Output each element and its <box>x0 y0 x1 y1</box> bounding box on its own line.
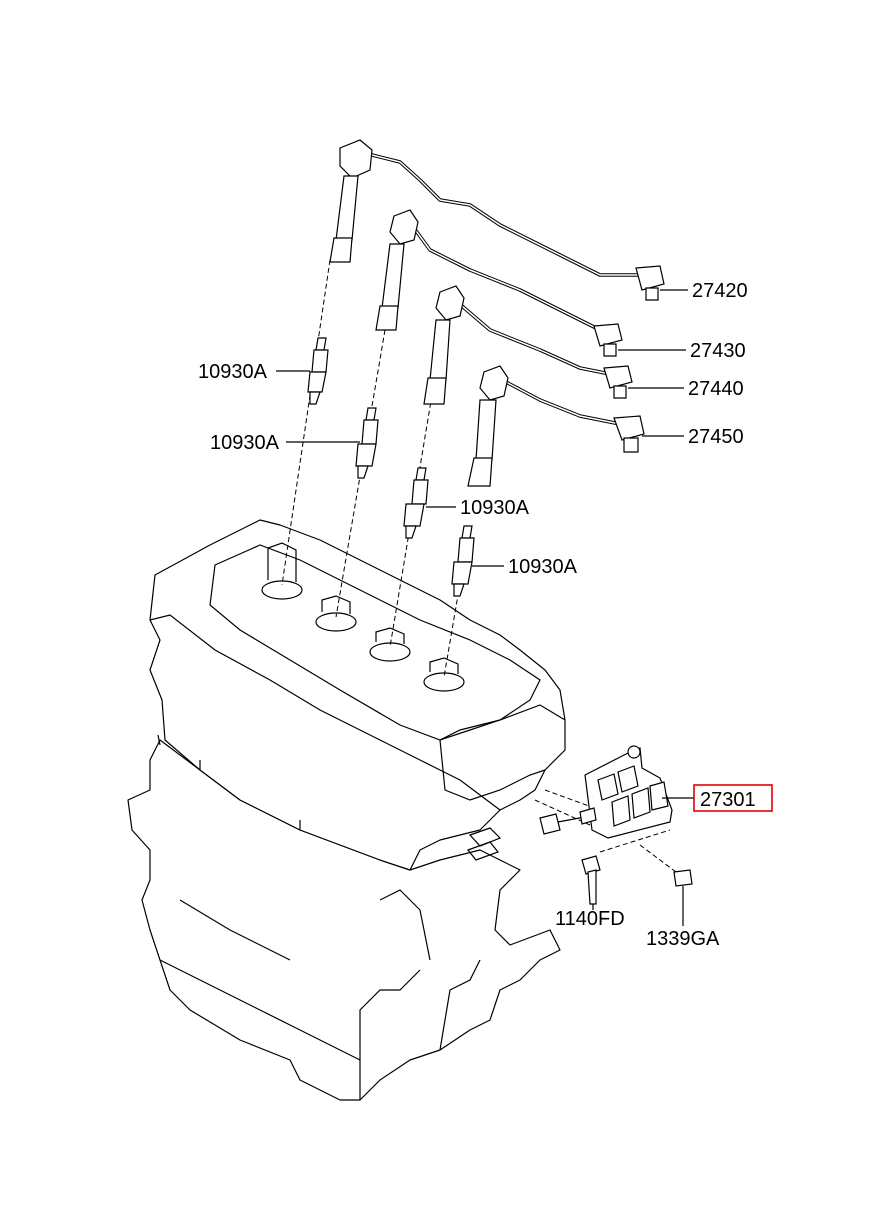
plug-boot-2 <box>375 209 419 331</box>
leader-lines <box>276 289 694 926</box>
boot-cap-27430 <box>593 323 623 357</box>
label-spark-plug-1[interactable]: 10930A <box>198 361 268 383</box>
ignition-cables <box>329 139 665 487</box>
label-spark-plug-4[interactable]: 10930A <box>508 556 578 578</box>
nut-1339ga <box>673 869 693 887</box>
engine-block <box>127 519 566 1101</box>
plug-boot-3 <box>423 285 465 405</box>
label-spark-plug-2[interactable]: 10930A <box>210 432 280 454</box>
highlight-box <box>693 784 773 812</box>
ignition-coil-27301 <box>539 745 673 839</box>
part-labels: 27420 27430 27440 27450 10930A 10930A 10… <box>198 280 773 950</box>
boot-cap-27420 <box>635 265 665 301</box>
label-bolt[interactable]: 1140FD <box>555 908 625 930</box>
boot-cap-27440 <box>603 365 633 399</box>
label-cable-3[interactable]: 27440 <box>688 378 744 400</box>
label-spark-plug-3[interactable]: 10930A <box>460 497 530 519</box>
spark-plug-3 <box>403 467 429 539</box>
spark-plug-4 <box>451 525 475 597</box>
label-cable-2[interactable]: 27430 <box>690 340 746 362</box>
plug-boot-1 <box>329 139 373 263</box>
boot-cap-27450 <box>613 415 645 453</box>
label-cable-1[interactable]: 27420 <box>692 280 748 302</box>
label-ignition-coil[interactable]: 27301 <box>700 789 756 811</box>
spark-plug-1 <box>307 337 329 405</box>
label-nut[interactable]: 1339GA <box>646 928 720 950</box>
plug-boot-4 <box>467 365 509 487</box>
spark-plugs <box>307 337 475 597</box>
spark-plug-2 <box>355 407 379 479</box>
bolt-1140fd <box>581 855 601 905</box>
label-cable-4[interactable]: 27450 <box>688 426 744 448</box>
